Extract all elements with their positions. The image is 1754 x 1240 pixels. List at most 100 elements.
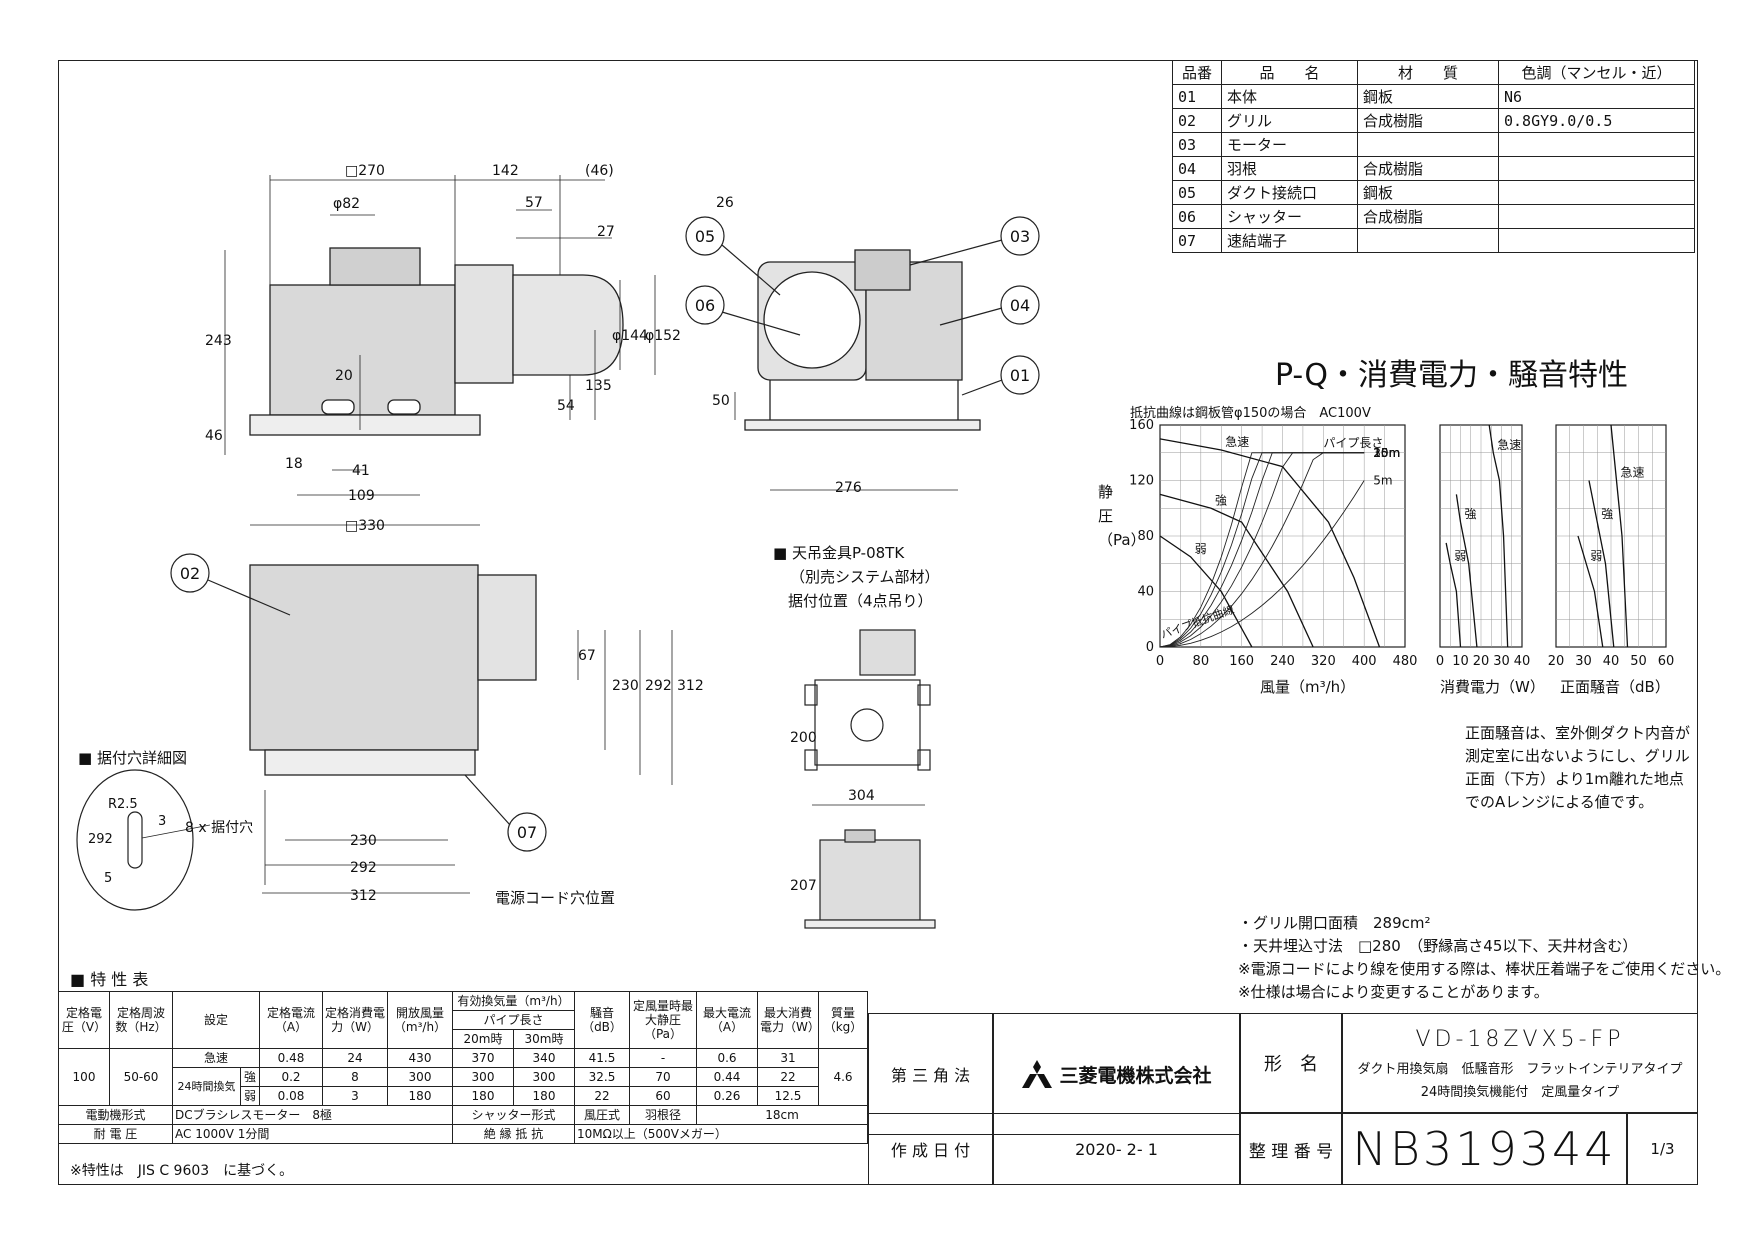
chart-xlabel-airflow: 風量（m³/h） — [1260, 678, 1356, 696]
part-name: 羽根 — [1221, 156, 1358, 181]
spec-cell: 0.48 — [259, 1048, 323, 1068]
dim-label: φ144 — [612, 328, 648, 344]
hanger-dim: 304 — [848, 788, 875, 804]
x-tick-label: 60 — [1658, 654, 1675, 669]
x-tick-label: 40 — [1603, 654, 1620, 669]
x-tick-label: 50 — [1630, 654, 1647, 669]
hole-dim: 292 — [88, 832, 113, 847]
series-line — [1455, 494, 1478, 648]
company-name: 三菱電機株式会社 — [1059, 1064, 1212, 1087]
spec-header: 開放風量（m³/h） — [387, 991, 453, 1049]
dim-label: 312 — [350, 888, 377, 904]
spec-header: 30m時 — [513, 1029, 575, 1049]
spec-header: 最大消費電力（W） — [757, 991, 820, 1049]
series-line — [1610, 424, 1629, 648]
spec-cell: 0.6 — [696, 1048, 758, 1068]
spec-row: 24時間換気 強 0.2 8 300 300 300 32.5 70 0.44 … — [59, 1067, 868, 1106]
spec-cell: 300 — [452, 1067, 514, 1087]
spec-row: 弱 0.08 3 180 180 180 22 60 0.26 12.5 — [59, 1086, 868, 1106]
spec-cell: 22 — [574, 1086, 630, 1106]
dim-label: 41 — [352, 463, 370, 479]
spec-header: 定格電流（A） — [259, 991, 323, 1049]
pipe-length-label: 20m — [1373, 446, 1400, 460]
pipe-length-label: 30m — [1373, 446, 1400, 460]
spec-footnote: ※特性は JIS C 9603 に基づく。 — [70, 1163, 294, 1179]
x-tick-label: 30 — [1493, 654, 1510, 669]
part-color: N6 — [1498, 84, 1695, 109]
spec-cell: 4.6 — [818, 1048, 868, 1106]
series-line — [1159, 493, 1314, 648]
spec-cell: 180 — [513, 1086, 575, 1106]
series-label: 強 — [1215, 493, 1227, 507]
spec-cell: 24 — [322, 1048, 388, 1068]
spec-cell: - — [629, 1048, 697, 1068]
hole-dim: 8 x 据付穴 — [185, 820, 253, 836]
part-name: シャッター — [1221, 204, 1358, 229]
hanger-line: 据付位置（4点吊り） — [788, 592, 933, 610]
dim-label: □330 — [345, 518, 385, 534]
model-number: VD-18ZVX5-FP — [1415, 1026, 1625, 1052]
hanger-title: ■ 天吊金具P-08TK — [773, 544, 905, 562]
front-dimension-labels: 67 230 292 312 230 292 312 — [350, 648, 704, 904]
series-label: 弱 — [1454, 549, 1466, 563]
callout-labels: 05 06 03 04 01 02 07 — [180, 227, 1030, 842]
spec-cell: 22 — [757, 1067, 819, 1087]
callout-label: 01 — [1010, 366, 1030, 385]
spec-header: 定格周波数（Hz） — [109, 991, 173, 1049]
spec-header: 質量（kg） — [818, 991, 868, 1049]
callout-label: 04 — [1010, 296, 1030, 315]
mitsubishi-logo-icon — [1022, 1060, 1053, 1088]
spec-cell: 180 — [387, 1086, 453, 1106]
dim-label: 18 — [285, 456, 303, 472]
spec-row: 100 50-60 急速 0.48 24 430 370 340 41.5 - … — [58, 1048, 868, 1106]
spec-header: 設定 — [172, 991, 260, 1049]
hanger-dim: 200 — [790, 730, 817, 746]
noise-note-line: 正面（下方）より1m離れた地点 — [1465, 770, 1684, 788]
parts-header-row: 品番 品 名 材 質 色調（マンセル・近） — [1172, 60, 1695, 85]
callout-label: 03 — [1010, 227, 1030, 246]
spec-header: 定格消費電力（W） — [322, 991, 388, 1049]
spec-header: 騒音（dB） — [574, 991, 630, 1049]
dim-label: 26 — [716, 195, 734, 211]
spec-cell: 羽根径 — [629, 1105, 697, 1125]
spec-cell: 電動機形式 — [58, 1105, 173, 1125]
callout-label: 06 — [695, 296, 715, 315]
dim-label: 243 — [205, 333, 232, 349]
chart-subtitle: 抵抗曲線は鋼板管φ150の場合 AC100V — [1130, 406, 1371, 421]
hole-dim: 3 — [158, 814, 166, 829]
chart-title: P-Q・消費電力・騒音特性 — [1275, 358, 1628, 393]
callout-label: 02 — [180, 564, 200, 583]
pipe-length-label: 5m — [1373, 474, 1392, 488]
series-line — [1159, 535, 1253, 648]
spec-cell: 300 — [387, 1067, 453, 1087]
dim-label: 292 — [645, 678, 672, 694]
part-material — [1357, 228, 1499, 253]
spec-cell: 300 — [513, 1067, 575, 1087]
hole-dim: 5 — [104, 871, 112, 886]
dim-label: 54 — [557, 398, 575, 414]
series-label: 急速 — [1497, 437, 1521, 452]
dim-label: 276 — [835, 480, 862, 496]
top-dimension-labels: □270 142 (46) φ82 57 27 26 243 46 20 18 … — [205, 163, 862, 534]
callout-label: 05 — [695, 227, 715, 246]
x-tick-label: 40 — [1514, 654, 1531, 669]
part-material: 合成樹脂 — [1357, 156, 1499, 181]
model-desc: 24時間換気機能付 定風量タイプ — [1420, 1084, 1620, 1100]
spec-row: 耐 電 圧 AC 1000V 1分間 絶 縁 抵 抗 10MΩ以上（500Vメガ… — [58, 1124, 868, 1144]
spec-table: 定格電圧（V） 定格周波数（Hz） 設定 定格電流（A） 定格消費電力（W） 開… — [58, 991, 868, 1144]
series-line — [1159, 438, 1381, 648]
series-line — [1488, 424, 1509, 648]
spec-row: 電動機形式 DCブラシレスモーター 8極 シャッター形式 風圧式 羽根径 18c… — [58, 1105, 868, 1125]
part-name: モーター — [1221, 132, 1358, 157]
dim-label: 27 — [597, 224, 615, 240]
projection-cell: 第 三 角 法 — [868, 1013, 993, 1135]
dim-label: 142 — [492, 163, 519, 179]
series-line — [1577, 535, 1604, 648]
spec-header-row: パイプ長さ — [59, 1010, 868, 1030]
spec-header: パイプ長さ — [452, 1010, 575, 1030]
dim-label: φ152 — [645, 328, 681, 344]
part-color — [1498, 228, 1695, 253]
series-label: 急速 — [1621, 465, 1645, 480]
part-no: 03 — [1172, 132, 1222, 157]
